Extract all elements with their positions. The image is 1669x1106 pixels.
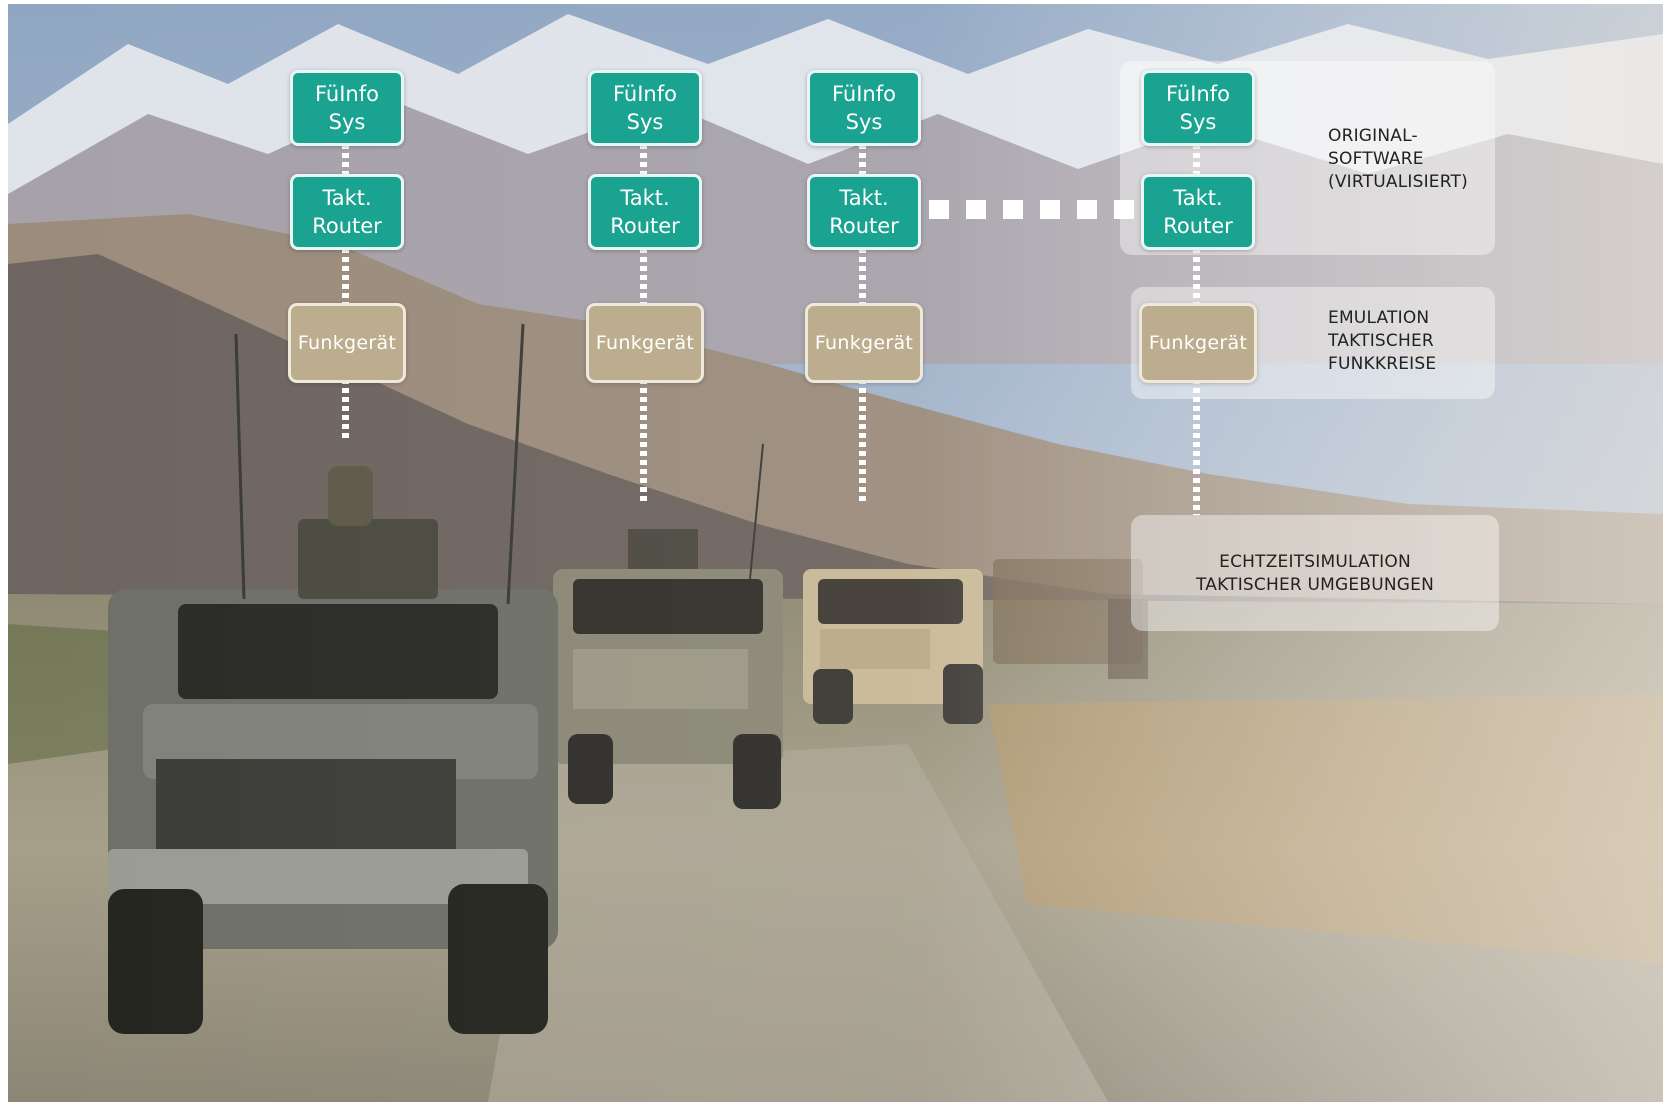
- node-takt-router-3: Takt. Router: [807, 174, 921, 250]
- connector-radio-vehicle-1: [342, 379, 349, 441]
- connector-router-radio-4: [1193, 248, 1200, 304]
- connector-radio-vehicle-3: [859, 379, 866, 502]
- connector-router-radio-1: [342, 248, 349, 304]
- connector-router-radio-2: [640, 248, 647, 304]
- node-takt-router-2: Takt. Router: [588, 174, 702, 250]
- node-funkgeraet-2: Funkgerät: [586, 303, 704, 383]
- connector-router-radio-3: [859, 248, 866, 304]
- node-funkgeraet-3: Funkgerät: [805, 303, 923, 383]
- node-fuinfo-sys-4: FüInfo Sys: [1141, 70, 1255, 146]
- connector-software-router-2: [640, 144, 647, 174]
- connector-radio-vehicle-2: [640, 379, 647, 502]
- connector-router-link: [929, 200, 1136, 219]
- node-fuinfo-sys-3: FüInfo Sys: [807, 70, 921, 146]
- connector-software-router-1: [342, 144, 349, 174]
- connector-software-router-3: [859, 144, 866, 174]
- panel-realtime-simulation: [1131, 515, 1499, 631]
- label-original-software: ORIGINAL- SOFTWARE (VIRTUALISIERT): [1328, 126, 1468, 192]
- node-takt-router-1: Takt. Router: [290, 174, 404, 250]
- node-fuinfo-sys-1: FüInfo Sys: [290, 70, 404, 146]
- connector-software-router-4: [1193, 144, 1200, 174]
- node-fuinfo-sys-2: FüInfo Sys: [588, 70, 702, 146]
- node-funkgeraet-1: Funkgerät: [288, 303, 406, 383]
- label-realtime-simulation: ECHTZEITSIMULATION TAKTISCHER UMGEBUNGEN: [1196, 552, 1434, 595]
- connector-radio-vehicle-4: [1193, 379, 1200, 515]
- node-funkgeraet-4: Funkgerät: [1139, 303, 1257, 383]
- diagram-canvas: ORIGINAL- SOFTWARE (VIRTUALISIERT) EMULA…: [8, 4, 1663, 1102]
- node-takt-router-4: Takt. Router: [1141, 174, 1255, 250]
- background-photo: [8, 4, 1663, 1102]
- label-emulation: EMULATION TAKTISCHER FUNKKREISE: [1328, 308, 1437, 374]
